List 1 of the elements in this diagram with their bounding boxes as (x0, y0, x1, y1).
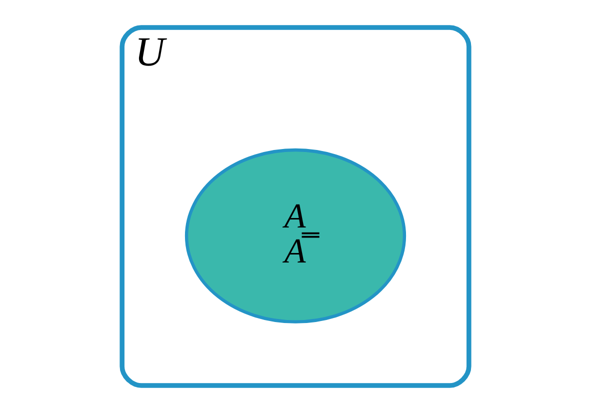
node-ellipse: A A̿ (184, 148, 406, 324)
